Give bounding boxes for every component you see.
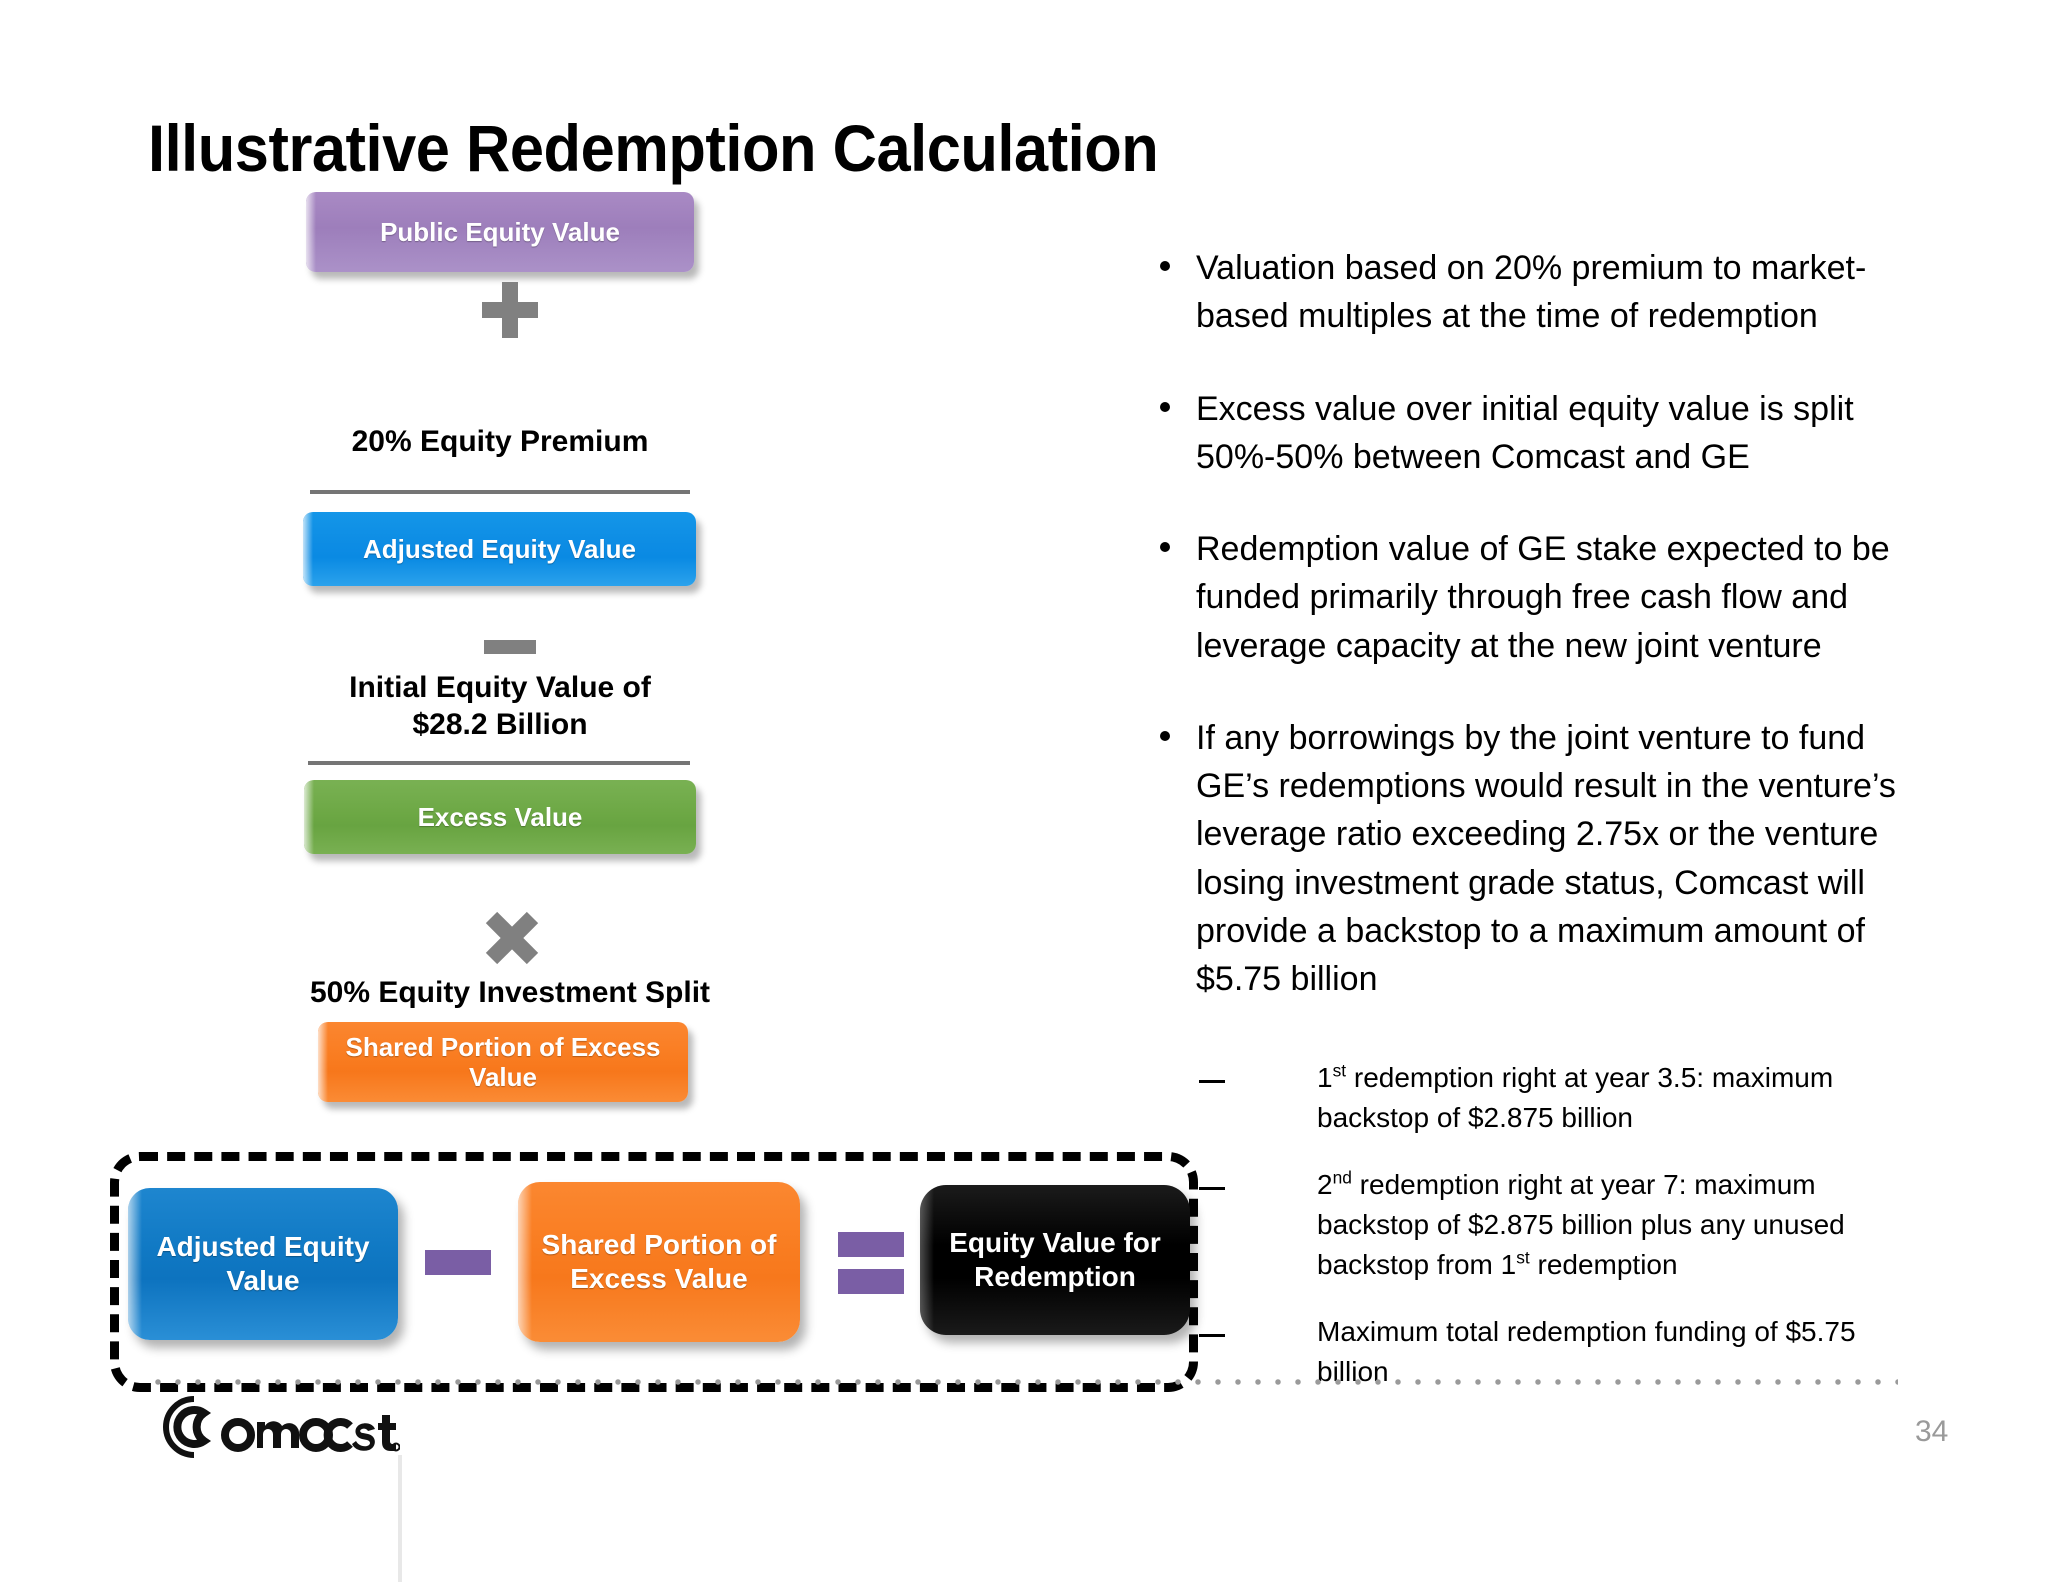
bullet-text: Redemption value of GE stake expected to… bbox=[1196, 530, 1890, 665]
operator-caption-investment-split: 50% Equity Investment Split bbox=[309, 976, 711, 1009]
bullet-dot-icon bbox=[1160, 730, 1170, 741]
dash-icon bbox=[1199, 1186, 1225, 1190]
bullet-item: Valuation based on 20% premium to market… bbox=[1152, 244, 1912, 341]
equation-box-shared-portion-of-excess-value: Shared Portion of Excess Value bbox=[518, 1182, 800, 1342]
bullet-text: Excess value over initial equity value i… bbox=[1196, 389, 1854, 476]
divider-rule-bottom bbox=[308, 761, 690, 765]
bullet-item: If any borrowings by the joint venture t… bbox=[1152, 714, 1912, 1004]
flow-box-label: Shared Portion of Excess Value bbox=[345, 1031, 661, 1092]
operator-caption-premium: 20% Equity Premium bbox=[351, 425, 649, 458]
multiply-icon bbox=[484, 910, 540, 966]
flow-box-adjusted-equity-value: Adjusted Equity Value bbox=[303, 512, 696, 586]
plus-icon bbox=[482, 282, 538, 338]
bullet-item: Excess value over initial equity value i… bbox=[1152, 385, 1912, 482]
box-sheen bbox=[303, 512, 313, 586]
bullet-item: Redemption value of GE stake expected to… bbox=[1152, 525, 1912, 670]
sub-bullet-text: 2nd redemption right at year 7: maximum … bbox=[1317, 1167, 1845, 1281]
decorative-stripe bbox=[398, 1455, 402, 1582]
sub-bullet-item: 1st redemption right at year 3.5: maximu… bbox=[1195, 1058, 1895, 1139]
flow-box-label: Public Equity Value bbox=[380, 216, 620, 247]
minus-connector-icon bbox=[425, 1250, 491, 1275]
equation-box-adjusted-equity-value: Adjusted Equity Value bbox=[128, 1188, 398, 1340]
sub-bullet-text: 1st redemption right at year 3.5: maximu… bbox=[1317, 1060, 1834, 1134]
box-sheen bbox=[304, 780, 314, 854]
equals-connector-icon bbox=[838, 1232, 904, 1294]
bullet-dot-icon bbox=[1160, 542, 1170, 553]
comcast-logo bbox=[160, 1395, 401, 1459]
bullet-text: If any borrowings by the joint venture t… bbox=[1196, 718, 1896, 999]
bullet-text: Valuation based on 20% premium to market… bbox=[1196, 249, 1867, 336]
sub-bullet-text: Maximum total redemption funding of $5.7… bbox=[1317, 1315, 1856, 1387]
minus-icon bbox=[484, 640, 536, 654]
equation-box-label: Equity Value for Redemption bbox=[949, 1227, 1161, 1292]
highlight-dashed-container bbox=[110, 1152, 1198, 1392]
bullet-dot-icon bbox=[1160, 261, 1170, 271]
operator-caption-initial-equity: Initial Equity Value of $28.2 Billion bbox=[349, 671, 651, 741]
sub-bullet-list: 1st redemption right at year 3.5: maximu… bbox=[1195, 1058, 1895, 1418]
flow-box-label: Adjusted Equity Value bbox=[362, 533, 637, 564]
footer-dotted-rule bbox=[148, 1378, 1898, 1386]
flow-box-label: Excess Value bbox=[417, 801, 583, 832]
bullet-dot-icon bbox=[1160, 401, 1170, 412]
page-title: Illustrative Redemption Calculation bbox=[148, 111, 1159, 185]
box-sheen bbox=[306, 192, 316, 272]
flow-box-public-equity-value: Public Equity Value bbox=[306, 192, 694, 272]
equation-box-label: Adjusted Equity Value bbox=[156, 1231, 370, 1296]
flow-box-shared-portion-of-excess-value: Shared Portion of Excess Value bbox=[318, 1022, 688, 1102]
dash-icon bbox=[1199, 1333, 1225, 1337]
bullet-list: Valuation based on 20% premium to market… bbox=[1152, 244, 1912, 1047]
divider-rule-top bbox=[310, 490, 690, 494]
equation-box-label: Shared Portion of Excess Value bbox=[541, 1229, 777, 1294]
flow-box-excess-value: Excess Value bbox=[304, 780, 696, 854]
sub-bullet-item: 2nd redemption right at year 7: maximum … bbox=[1195, 1165, 1895, 1286]
dash-icon bbox=[1199, 1080, 1225, 1083]
page-number: 34 bbox=[1915, 1415, 1949, 1448]
equation-box-equity-value-for-redemption: Equity Value for Redemption bbox=[920, 1185, 1190, 1335]
